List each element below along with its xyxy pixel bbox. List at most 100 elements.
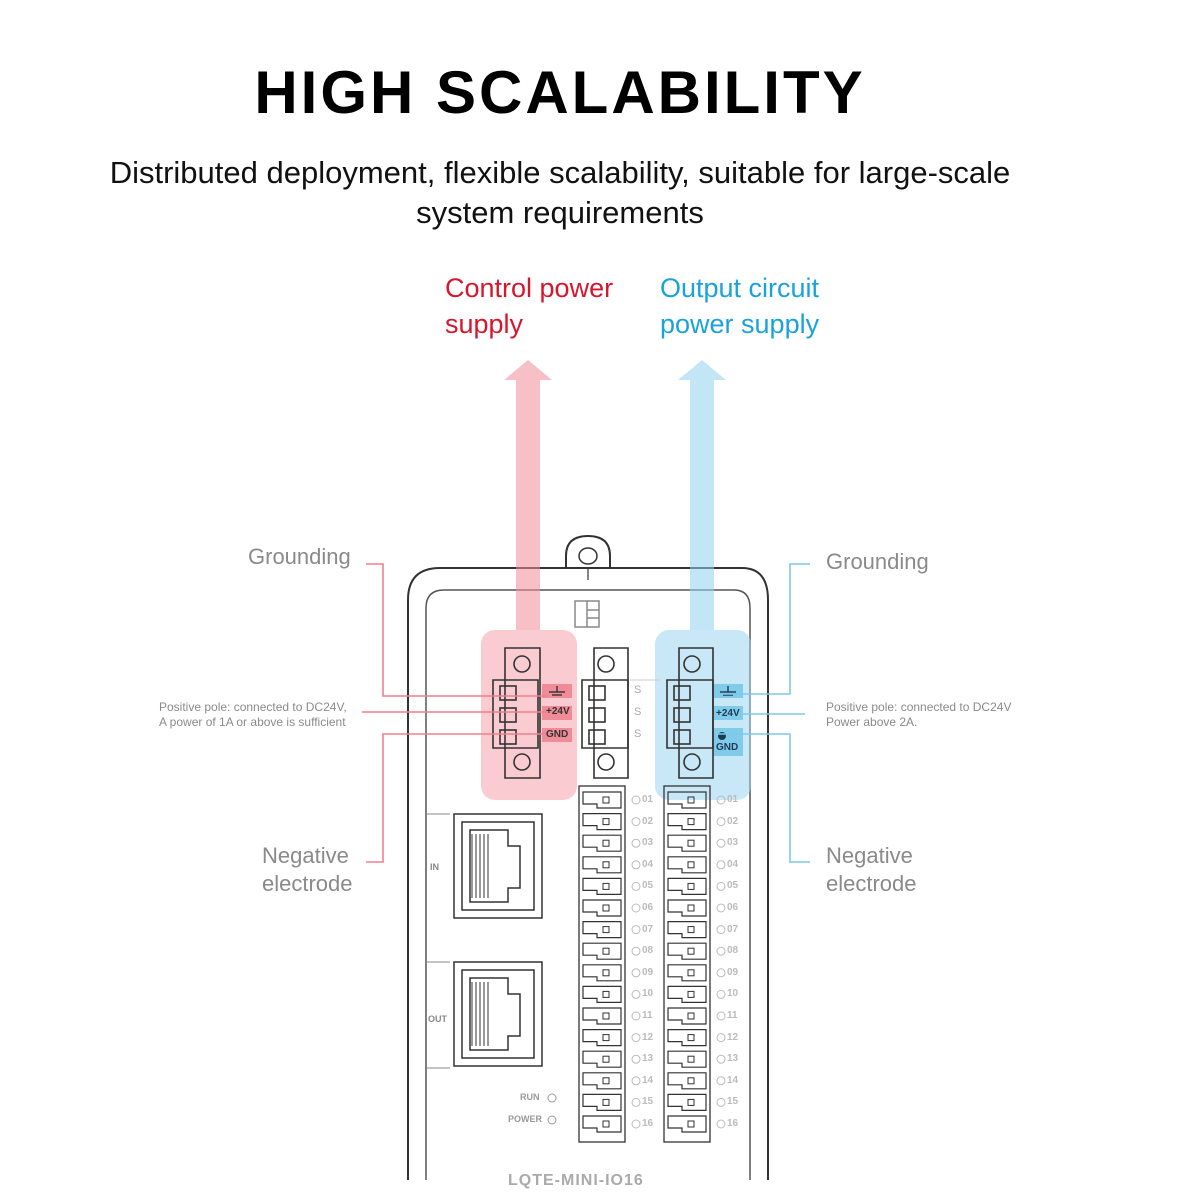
channel-label: 04 (642, 858, 654, 870)
output-negative-line-1: Negative (826, 843, 913, 868)
control-leader-lines (362, 563, 547, 863)
channel-label: 03 (727, 837, 739, 849)
channel-led-icon (716, 1097, 726, 1107)
channel-led-icon (716, 1054, 726, 1064)
channel-label: 09 (642, 966, 654, 978)
control-positive-line-1: Positive pole: connected to DC24V, (159, 700, 347, 714)
ethernet-port-out (453, 961, 543, 1067)
gnd-tag-red (542, 728, 572, 742)
brand-logo-icon (574, 600, 600, 628)
terminal-slot-icon (582, 834, 622, 852)
channel-led-icon (631, 1119, 641, 1129)
power-led-label: POWER (508, 1114, 543, 1124)
channel-label: 16 (727, 1118, 739, 1129)
output-power-supply-label: Output circuit power supply (660, 270, 819, 342)
channel-led-icon (631, 860, 641, 870)
s-label: S (634, 684, 642, 696)
channel-label: 12 (727, 1031, 739, 1043)
terminal-slot-icon (582, 813, 622, 831)
page-subtitle: Distributed deployment, flexible scalabi… (60, 153, 1060, 233)
terminal-slot-icon (582, 899, 622, 917)
channel-led-icon (631, 838, 641, 848)
terminal-slot-icon (582, 791, 622, 809)
terminal-slot-icon (582, 1072, 622, 1090)
channel-led-icon (631, 1097, 641, 1107)
power-led-icon (547, 1115, 557, 1125)
channel-led-icon (716, 860, 726, 870)
channel-label: 10 (642, 988, 654, 1000)
terminal-slot-icon (582, 921, 622, 939)
gnd-tag-blue (713, 728, 743, 756)
control-negative-line-2: electrode (262, 871, 353, 896)
output-supply-arrow (678, 360, 726, 630)
port-out-label: OUT (428, 1014, 447, 1024)
terminal-slot-icon (667, 942, 707, 960)
output-negative-label: Negative electrode (826, 842, 917, 898)
channel-led-icon (716, 1033, 726, 1043)
channel-led-icon (631, 1011, 641, 1021)
control-positive-line-2: A power of 1A or above is sufficient (159, 715, 346, 729)
ground-symbol-icon (549, 686, 565, 696)
terminal-slot-icon (667, 1050, 707, 1068)
channel-label: 01 (727, 794, 739, 805)
channel-led-icon (716, 795, 726, 805)
ethernet-port-in (453, 813, 543, 919)
terminal-slot-icon (667, 1072, 707, 1090)
control-grounding-label: Grounding (248, 544, 351, 569)
output-leader-lines (718, 563, 810, 863)
channel-led-icon (716, 968, 726, 978)
24v-tag-red (542, 706, 572, 720)
channel-led-icon (631, 968, 641, 978)
terminal-slot-icon (667, 834, 707, 852)
terminal-slot-icon (667, 1115, 707, 1133)
terminal-slot-icon (667, 1093, 707, 1111)
control-power-supply-label: Control power supply (445, 270, 613, 342)
terminal-slot-icon (667, 877, 707, 895)
page-title: HIGH SCALABILITY (254, 59, 866, 126)
channel-label: 02 (727, 815, 739, 827)
s-label: S (634, 706, 642, 718)
channel-led-icon (716, 1076, 726, 1086)
output-positive-label: Positive pole: connected to DC24V Power … (826, 700, 1011, 730)
channel-led-icon (631, 1076, 641, 1086)
24v-tag-blue (713, 706, 743, 720)
channel-label: 01 (642, 794, 654, 805)
terminal-slot-icon (667, 921, 707, 939)
channel-label: 15 (727, 1096, 739, 1108)
subtitle-line-1: Distributed deployment, flexible scalabi… (109, 155, 1011, 190)
control-label-line-1: Control power (445, 273, 614, 303)
channel-led-icon (631, 1054, 641, 1064)
control-supply-arrow (504, 360, 552, 630)
channel-label: 08 (727, 945, 739, 957)
terminal-slot-icon (667, 813, 707, 831)
channel-label: 14 (642, 1074, 654, 1086)
model-label: LQTE-MINI-IO16 (508, 1172, 644, 1189)
terminal-slot-icon (582, 1029, 622, 1047)
port-in-label: IN (430, 862, 439, 872)
terminal-slot-icon (667, 899, 707, 917)
channel-led-icon (716, 817, 726, 827)
channel-led-icon (716, 946, 726, 956)
output-power-connector (666, 647, 714, 779)
run-led-label: RUN (520, 1092, 540, 1102)
control-negative-line-1: Negative (262, 843, 349, 868)
channel-label: 14 (727, 1074, 739, 1086)
control-positive-label: Positive pole: connected to DC24V, A pow… (159, 700, 347, 730)
channel-led-icon (716, 925, 726, 935)
channel-led-icon (631, 795, 641, 805)
channel-label: 07 (727, 923, 739, 935)
channel-led-icon (631, 989, 641, 999)
output-label-line-2: power supply (660, 309, 820, 339)
channel-led-icon (716, 903, 726, 913)
terminal-slot-icon (667, 1007, 707, 1025)
channel-label: 08 (642, 945, 654, 957)
control-gnd-label: GND (546, 729, 569, 740)
channel-label: 05 (727, 880, 739, 892)
channel-label: 03 (642, 837, 654, 849)
channel-led-icon (631, 1033, 641, 1043)
channel-led-icon (631, 925, 641, 935)
terminal-slot-icon (582, 1093, 622, 1111)
control-label-line-2: supply (445, 309, 524, 339)
terminal-slot-icon (582, 985, 622, 1003)
